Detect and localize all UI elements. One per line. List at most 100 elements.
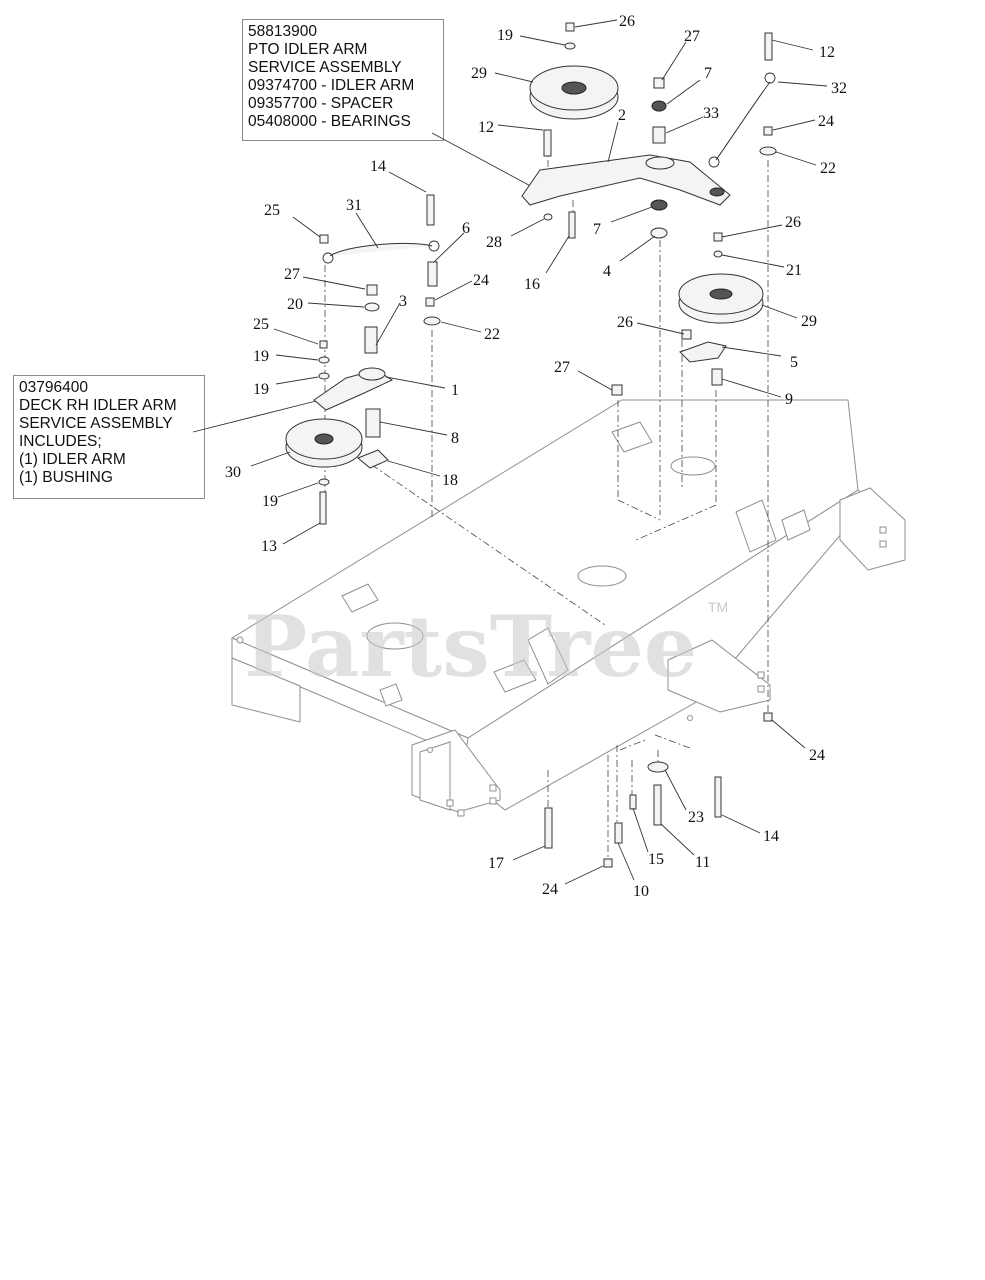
bracket-hole (489, 797, 497, 805)
callout-23: 23 (688, 809, 704, 826)
box-line: SERVICE ASSEMBLY (19, 415, 173, 432)
spindle-opening (577, 565, 627, 587)
box-line: DECK RH IDLER ARM (19, 397, 177, 414)
callout-numbers: 26 19 29 27 7 12 32 12 2 33 24 22 14 25 … (225, 13, 847, 900)
callout-19: 19 (497, 27, 513, 44)
callout-3: 3 (399, 293, 407, 310)
deck-tab (493, 659, 537, 693)
extension-spring-31 (322, 240, 440, 264)
callout-19: 19 (253, 381, 269, 398)
callout-26: 26 (619, 13, 635, 30)
deck-hole (687, 715, 693, 721)
deck-tab (527, 627, 569, 685)
callout-21: 21 (786, 262, 802, 279)
bracket-hole (757, 671, 765, 679)
callout-27: 27 (684, 28, 700, 45)
callout-14: 14 (370, 158, 386, 175)
callout-28: 28 (486, 234, 502, 251)
callout-33: 33 (703, 105, 719, 122)
box-leader-line (192, 399, 321, 433)
callout-17: 17 (488, 855, 504, 872)
callout-27: 27 (554, 359, 570, 376)
box-line: 58813900 (248, 23, 317, 40)
callout-26: 26 (617, 314, 633, 331)
box-line: 03796400 (19, 379, 88, 396)
callout-22: 22 (820, 160, 836, 177)
box-line: 09357700 - SPACER (248, 95, 394, 112)
callout-24: 24 (818, 113, 834, 130)
deck-tab (341, 583, 379, 613)
plate-18 (357, 449, 389, 469)
callout-29: 29 (801, 313, 817, 330)
box-line: SERVICE ASSEMBLY (248, 59, 402, 76)
bracket-hole (879, 540, 887, 548)
pto-idler-pulley-29 (529, 65, 619, 120)
callout-16: 16 (524, 276, 540, 293)
deck-tab (735, 499, 777, 553)
box-line: 05408000 - BEARINGS (248, 113, 411, 130)
callout-7: 7 (704, 65, 712, 82)
callout-24: 24 (473, 272, 489, 289)
box-line: (1) BUSHING (19, 469, 113, 486)
callout-26: 26 (785, 214, 801, 231)
deck-tab (379, 683, 403, 707)
callout-25: 25 (253, 316, 269, 333)
watermark-tm: TM (708, 599, 728, 615)
hardware-parts (318, 22, 777, 868)
deck-hole (427, 747, 433, 753)
spindle-opening (670, 456, 716, 476)
box-line: (1) IDLER ARM (19, 451, 126, 468)
bracket-hole (879, 526, 887, 534)
callout-14: 14 (763, 828, 779, 845)
deck-skirt-left (231, 657, 301, 723)
box-line: PTO IDLER ARM (248, 41, 368, 58)
right-idler-pulley-29 (678, 273, 764, 324)
callout-12: 12 (478, 119, 494, 136)
deck-rh-idler-arm-assembly-box: 03796400 DECK RH IDLER ARM SERVICE ASSEM… (13, 375, 205, 499)
callout-19: 19 (262, 493, 278, 510)
callout-leader-lines (250, 19, 828, 885)
callout-24: 24 (809, 747, 825, 764)
callout-11: 11 (695, 854, 710, 871)
callout-32: 32 (831, 80, 847, 97)
callout-27: 27 (284, 266, 300, 283)
callout-10: 10 (633, 883, 649, 900)
callout-1: 1 (451, 382, 459, 399)
callout-4: 4 (603, 263, 611, 280)
callout-18: 18 (442, 472, 458, 489)
box-leader-line (431, 132, 539, 191)
bracket-hole (457, 809, 465, 817)
callout-22: 22 (484, 326, 500, 343)
callout-15: 15 (648, 851, 664, 868)
callout-6: 6 (462, 220, 470, 237)
spindle-opening (366, 622, 424, 650)
bracket-hole (446, 799, 454, 807)
callout-2: 2 (618, 107, 626, 124)
callout-20: 20 (287, 296, 303, 313)
pto-idler-arm-assembly-box: 58813900 PTO IDLER ARM SERVICE ASSEMBLY … (242, 19, 444, 141)
front-bracket-mid (667, 639, 771, 713)
deck-tab (781, 509, 811, 541)
callout-30: 30 (225, 464, 241, 481)
box-line: 09374700 - IDLER ARM (248, 77, 415, 94)
callout-12: 12 (819, 44, 835, 61)
deck-idler-pulley-30 (285, 418, 363, 468)
callout-29: 29 (471, 65, 487, 82)
callout-7: 7 (593, 221, 601, 238)
bracket-hole (757, 685, 765, 693)
deck-tab (611, 421, 653, 453)
callout-31: 31 (346, 197, 362, 214)
callout-25: 25 (264, 202, 280, 219)
box-line: INCLUDES; (19, 433, 102, 450)
callout-5: 5 (790, 354, 798, 371)
callout-13: 13 (261, 538, 277, 555)
deck-rh-idler-arm-1 (313, 367, 394, 411)
pto-idler-arm-2 (521, 154, 731, 206)
front-bracket-right (839, 487, 906, 571)
callout-24: 24 (542, 881, 558, 898)
front-bracket-plate (419, 741, 451, 811)
callout-19: 19 (253, 348, 269, 365)
callout-8: 8 (451, 430, 459, 447)
